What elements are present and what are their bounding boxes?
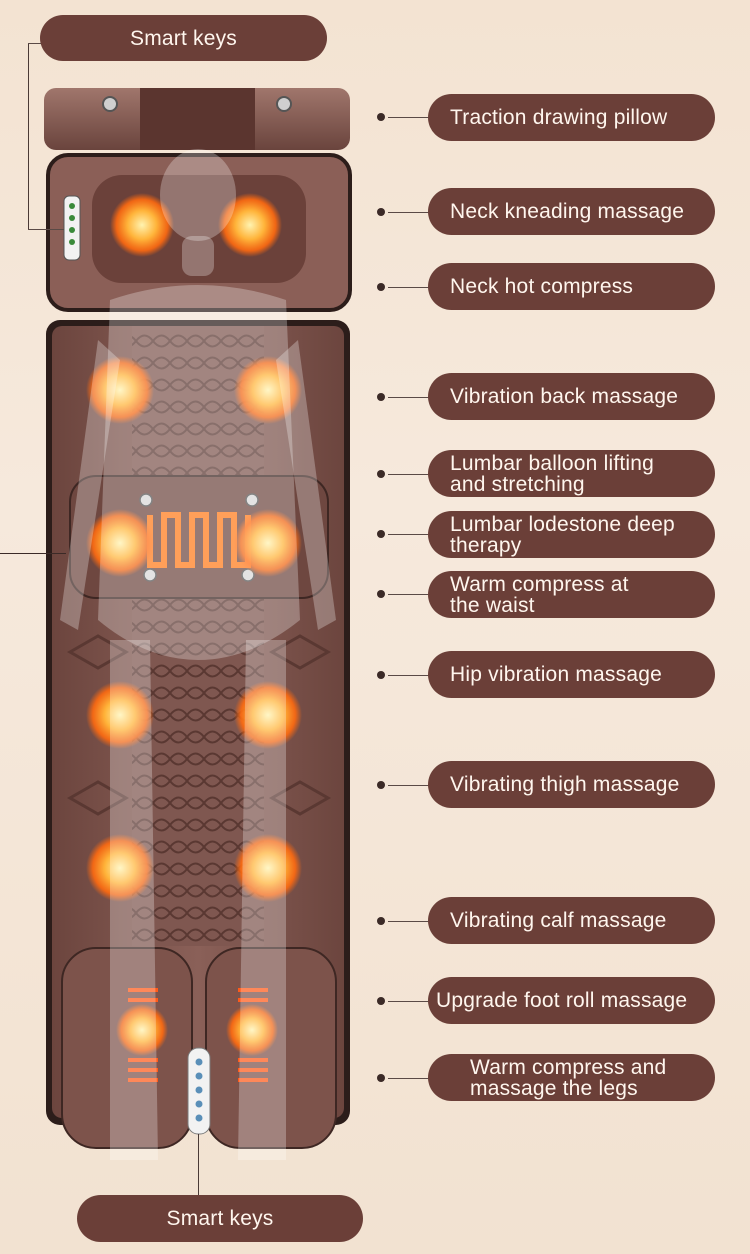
feature-dot (377, 997, 385, 1005)
feature-dot (377, 781, 385, 789)
feature-dot (377, 283, 385, 291)
feature-connector (388, 212, 430, 213)
feature-connector (388, 1078, 430, 1079)
feature-label-hip-vibration: Hip vibration massage (428, 651, 715, 698)
feature-connector (388, 1001, 430, 1002)
feature-connector (388, 785, 430, 786)
feature-label-vibration-back: Vibration back massage (428, 373, 715, 420)
smart-keys-top-connector-h (28, 43, 42, 44)
feature-connector (388, 921, 430, 922)
feature-label-vibrating-calf: Vibrating calf massage (428, 897, 715, 944)
feature-connector (388, 474, 430, 475)
feature-label-neck-kneading: Neck kneading massage (428, 188, 715, 235)
smart-keys-bottom-connector (198, 1134, 199, 1196)
smart-keys-top-connector (28, 43, 29, 229)
feature-dot (377, 590, 385, 598)
smart-keys-bottom-label: Smart keys (77, 1195, 363, 1242)
feature-connector (388, 287, 430, 288)
smart-keys-top-connector-h2 (28, 229, 64, 230)
feature-connector (388, 117, 430, 118)
feature-dot (377, 917, 385, 925)
feature-dot (377, 530, 385, 538)
smart-keys-top-label: Smart keys (40, 15, 327, 61)
feature-dot (377, 470, 385, 478)
feature-connector (388, 594, 430, 595)
feature-connector (388, 534, 430, 535)
side-connector (0, 553, 66, 554)
feature-dot (377, 1074, 385, 1082)
feature-label-neck-hot-compress: Neck hot compress (428, 263, 715, 310)
feature-label-traction-pillow: Traction drawing pillow (428, 94, 715, 141)
feature-dot (377, 393, 385, 401)
feature-dot (377, 671, 385, 679)
feature-dot (377, 208, 385, 216)
feature-dot (377, 113, 385, 121)
feature-label-foot-roll: Upgrade foot roll massage (428, 977, 715, 1024)
feature-connector (388, 397, 430, 398)
feature-label-vibrating-thigh: Vibrating thigh massage (428, 761, 715, 808)
feature-connector (388, 675, 430, 676)
